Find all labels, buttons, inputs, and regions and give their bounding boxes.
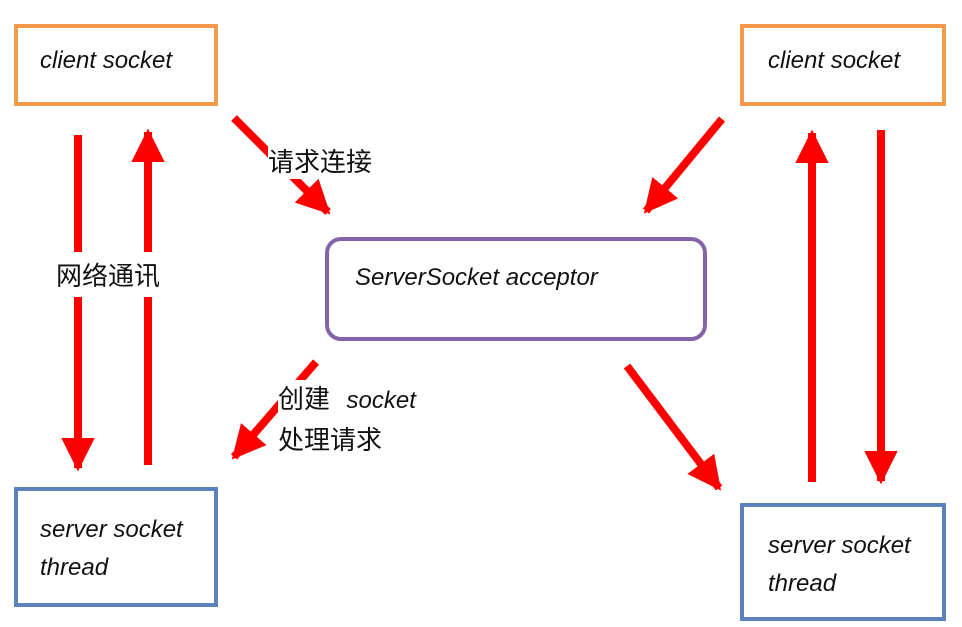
server-right-line1: server socket [768,532,911,559]
create-socket-word: socket [346,387,416,414]
server-socket-acceptor-label: ServerSocket acceptor [355,264,598,291]
client-socket-right-box: client socket [740,24,946,106]
server-socket-thread-left-box: server socket thread [14,487,218,607]
client-right-to-acceptor-arrow [642,116,726,214]
server-right-line2: thread [768,570,837,597]
server-left-line2: thread [40,554,109,581]
acceptor-to-server-left-arrow [230,359,320,460]
acceptor-to-server-right-arrow [623,363,723,491]
create-socket-label: 创建 socket 处理请求 [278,380,416,461]
server-socket-thread-right-box: server socket thread [740,503,946,621]
client-socket-left-label: client socket [40,47,173,74]
client-socket-right-label: client socket [768,47,901,74]
request-connect-label: 请求连接 [268,142,373,179]
server-socket-acceptor-box: ServerSocket acceptor [325,237,707,341]
client-socket-left-box: client socket [14,24,218,106]
network-comm-label: 网络通讯 [56,252,161,297]
create-prefix: 创建 [278,385,331,415]
create-socket-line: 创建 socket [278,380,416,421]
server-left-line1: server socket [40,516,183,543]
handle-request-line: 处理请求 [278,426,383,456]
